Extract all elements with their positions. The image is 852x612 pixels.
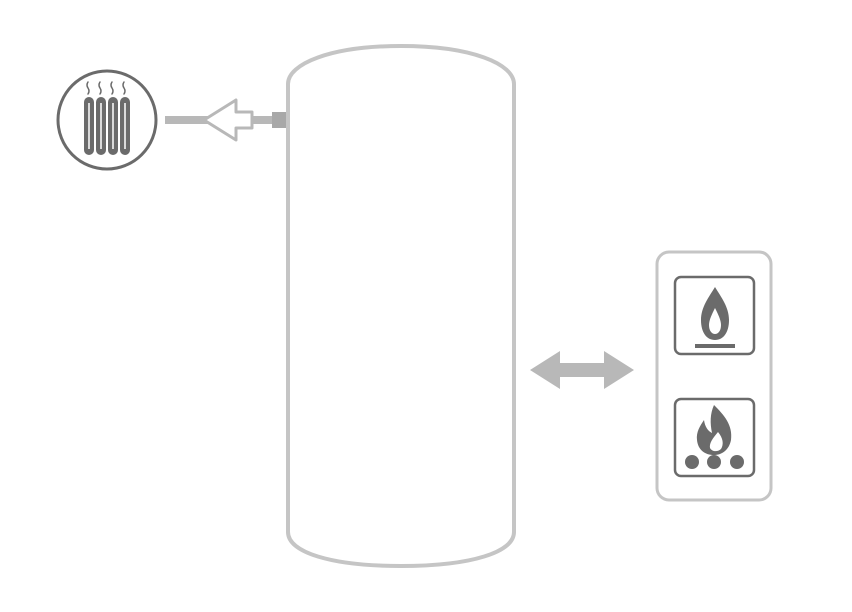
solid-fuel-fire-icon — [673, 397, 756, 478]
storage-tank — [286, 43, 516, 569]
gas-flame-icon — [673, 275, 756, 356]
heat-source-panel — [655, 250, 773, 502]
bidirectional-arrow — [530, 351, 634, 389]
flow-arrow-to-radiator — [165, 98, 288, 142]
radiator-icon — [56, 69, 158, 171]
